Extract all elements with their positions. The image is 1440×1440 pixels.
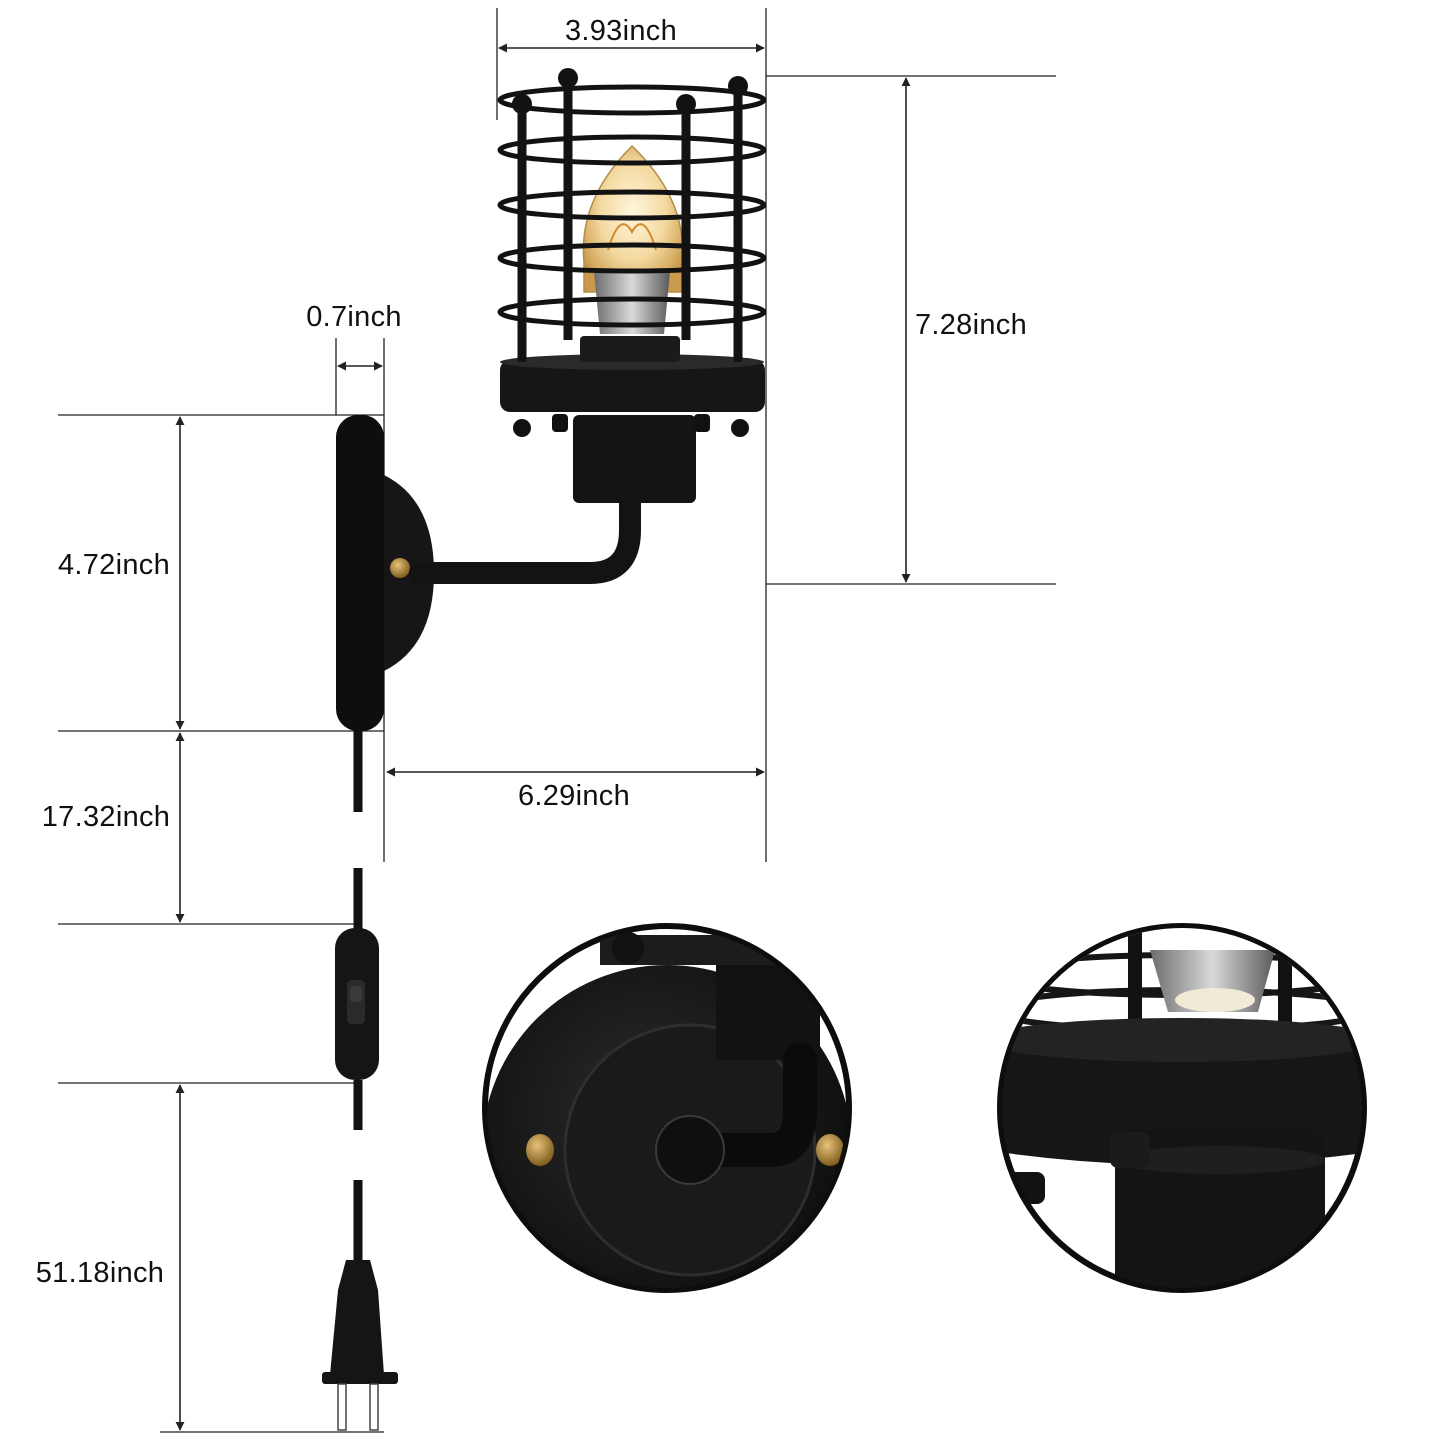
wall-lamp-illustration	[322, 68, 767, 1431]
label-plate-depth: 0.7inch	[306, 301, 402, 333]
lamp-holder	[573, 415, 696, 503]
dimension-labels: 3.93inch 7.28inch 0.7inch 4.72inch 6.29i…	[36, 15, 1027, 1289]
label-total-height: 7.28inch	[915, 309, 1027, 341]
metal-cage	[497, 80, 767, 362]
dimension-arrows	[175, 43, 911, 1431]
label-plate-height: 4.72inch	[58, 549, 170, 581]
detail-wall-plate	[482, 923, 852, 1293]
label-cord-to-switch: 17.32inch	[42, 801, 170, 833]
wall-plate	[336, 415, 384, 731]
brass-screw	[390, 558, 410, 578]
lamp-arm	[409, 489, 641, 584]
power-plug	[330, 1260, 384, 1375]
label-cord-to-plug: 51.18inch	[36, 1257, 164, 1289]
label-extension: 6.29inch	[518, 780, 630, 812]
detail-lamp-holder	[997, 923, 1367, 1293]
label-cage-width: 3.93inch	[565, 15, 677, 47]
